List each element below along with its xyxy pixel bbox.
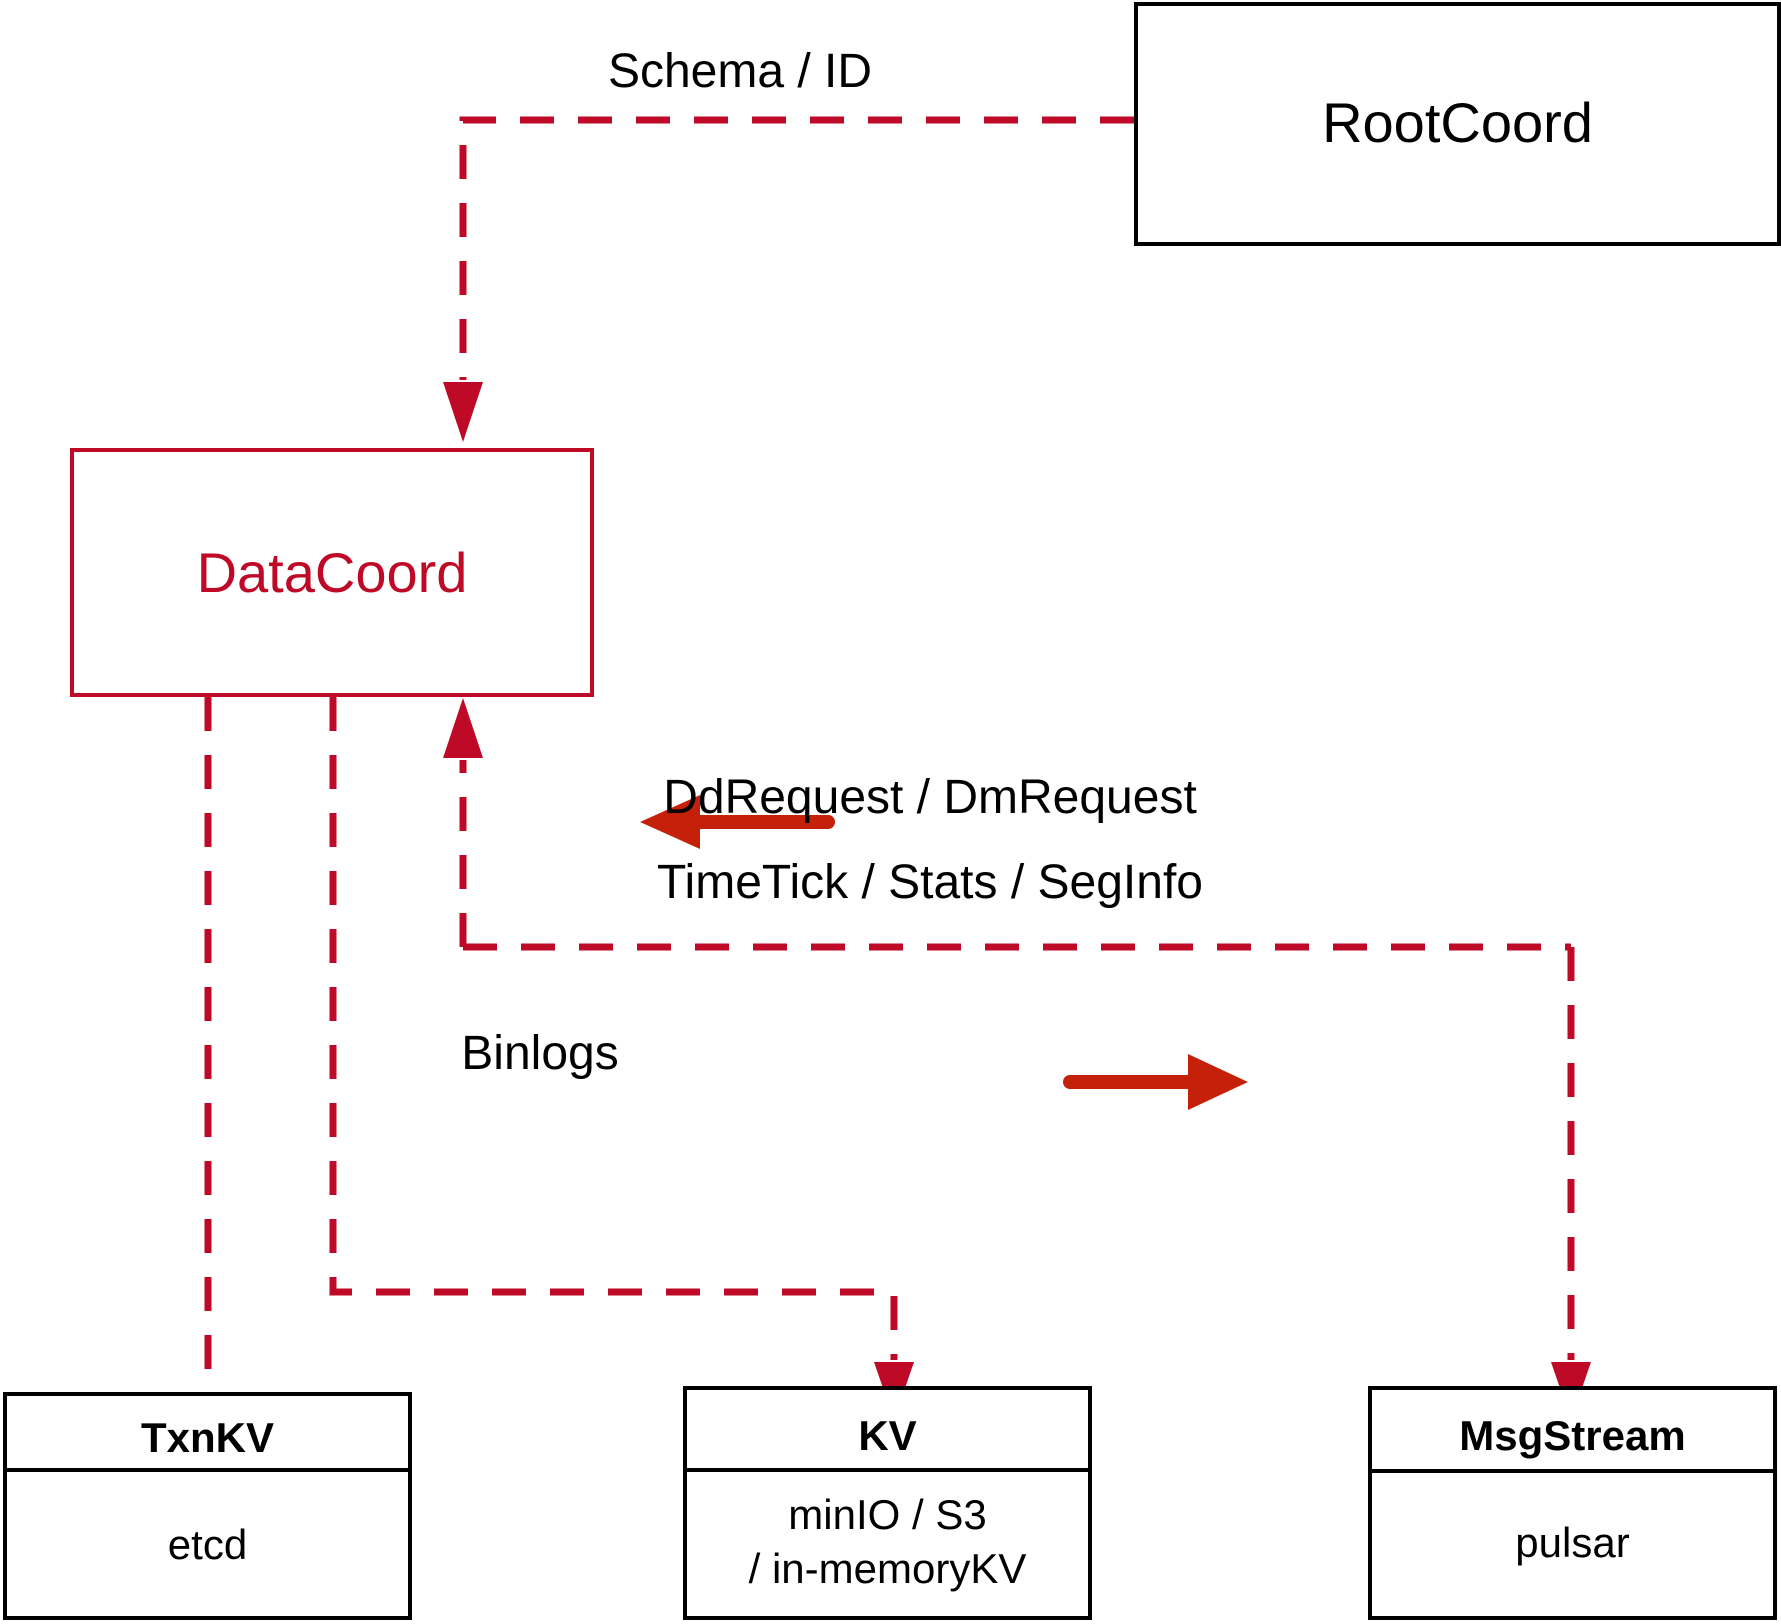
node-kv-divider xyxy=(683,1468,1092,1472)
arrow-timetick-stats-seginfo xyxy=(1063,1054,1248,1110)
edge-label-timetick-stats-seginfo: TimeTick / Stats / SegInfo xyxy=(657,856,1203,909)
node-kv-compartment-1: / in-memoryKV xyxy=(748,1545,1027,1592)
node-datacoord[interactable]: DataCoord xyxy=(70,448,594,697)
node-kv[interactable]: KV minIO / S3 / in-memoryKV xyxy=(683,1386,1092,1620)
edge-label-binlogs: Binlogs xyxy=(461,1027,619,1080)
node-msgstream-compartment-0: pulsar xyxy=(1515,1519,1630,1566)
node-datacoord-label: DataCoord xyxy=(196,541,468,604)
arrow-ddrequest-dmrequest xyxy=(640,795,835,849)
node-msgstream-divider xyxy=(1368,1469,1777,1473)
edge-schema-id xyxy=(443,116,1134,442)
node-kv-label: KV xyxy=(858,1412,917,1459)
node-txnkv-label: TxnKV xyxy=(140,1414,274,1461)
edge-label-ddrequest-dmrequest: DdRequest / DmRequest xyxy=(663,771,1197,824)
node-rootcoord-label: RootCoord xyxy=(1322,91,1593,154)
edge-label-schema-id: Schema / ID xyxy=(607,45,873,98)
node-txnkv[interactable]: TxnKV etcd xyxy=(3,1392,412,1620)
node-msgstream-label: MsgStream xyxy=(1459,1412,1686,1459)
node-txnkv-divider xyxy=(3,1468,412,1472)
node-kv-compartment-0: minIO / S3 xyxy=(788,1491,987,1538)
node-msgstream[interactable]: MsgStream pulsar xyxy=(1368,1386,1777,1620)
node-txnkv-compartment-0: etcd xyxy=(167,1521,248,1568)
node-rootcoord[interactable]: RootCoord xyxy=(1134,2,1781,246)
